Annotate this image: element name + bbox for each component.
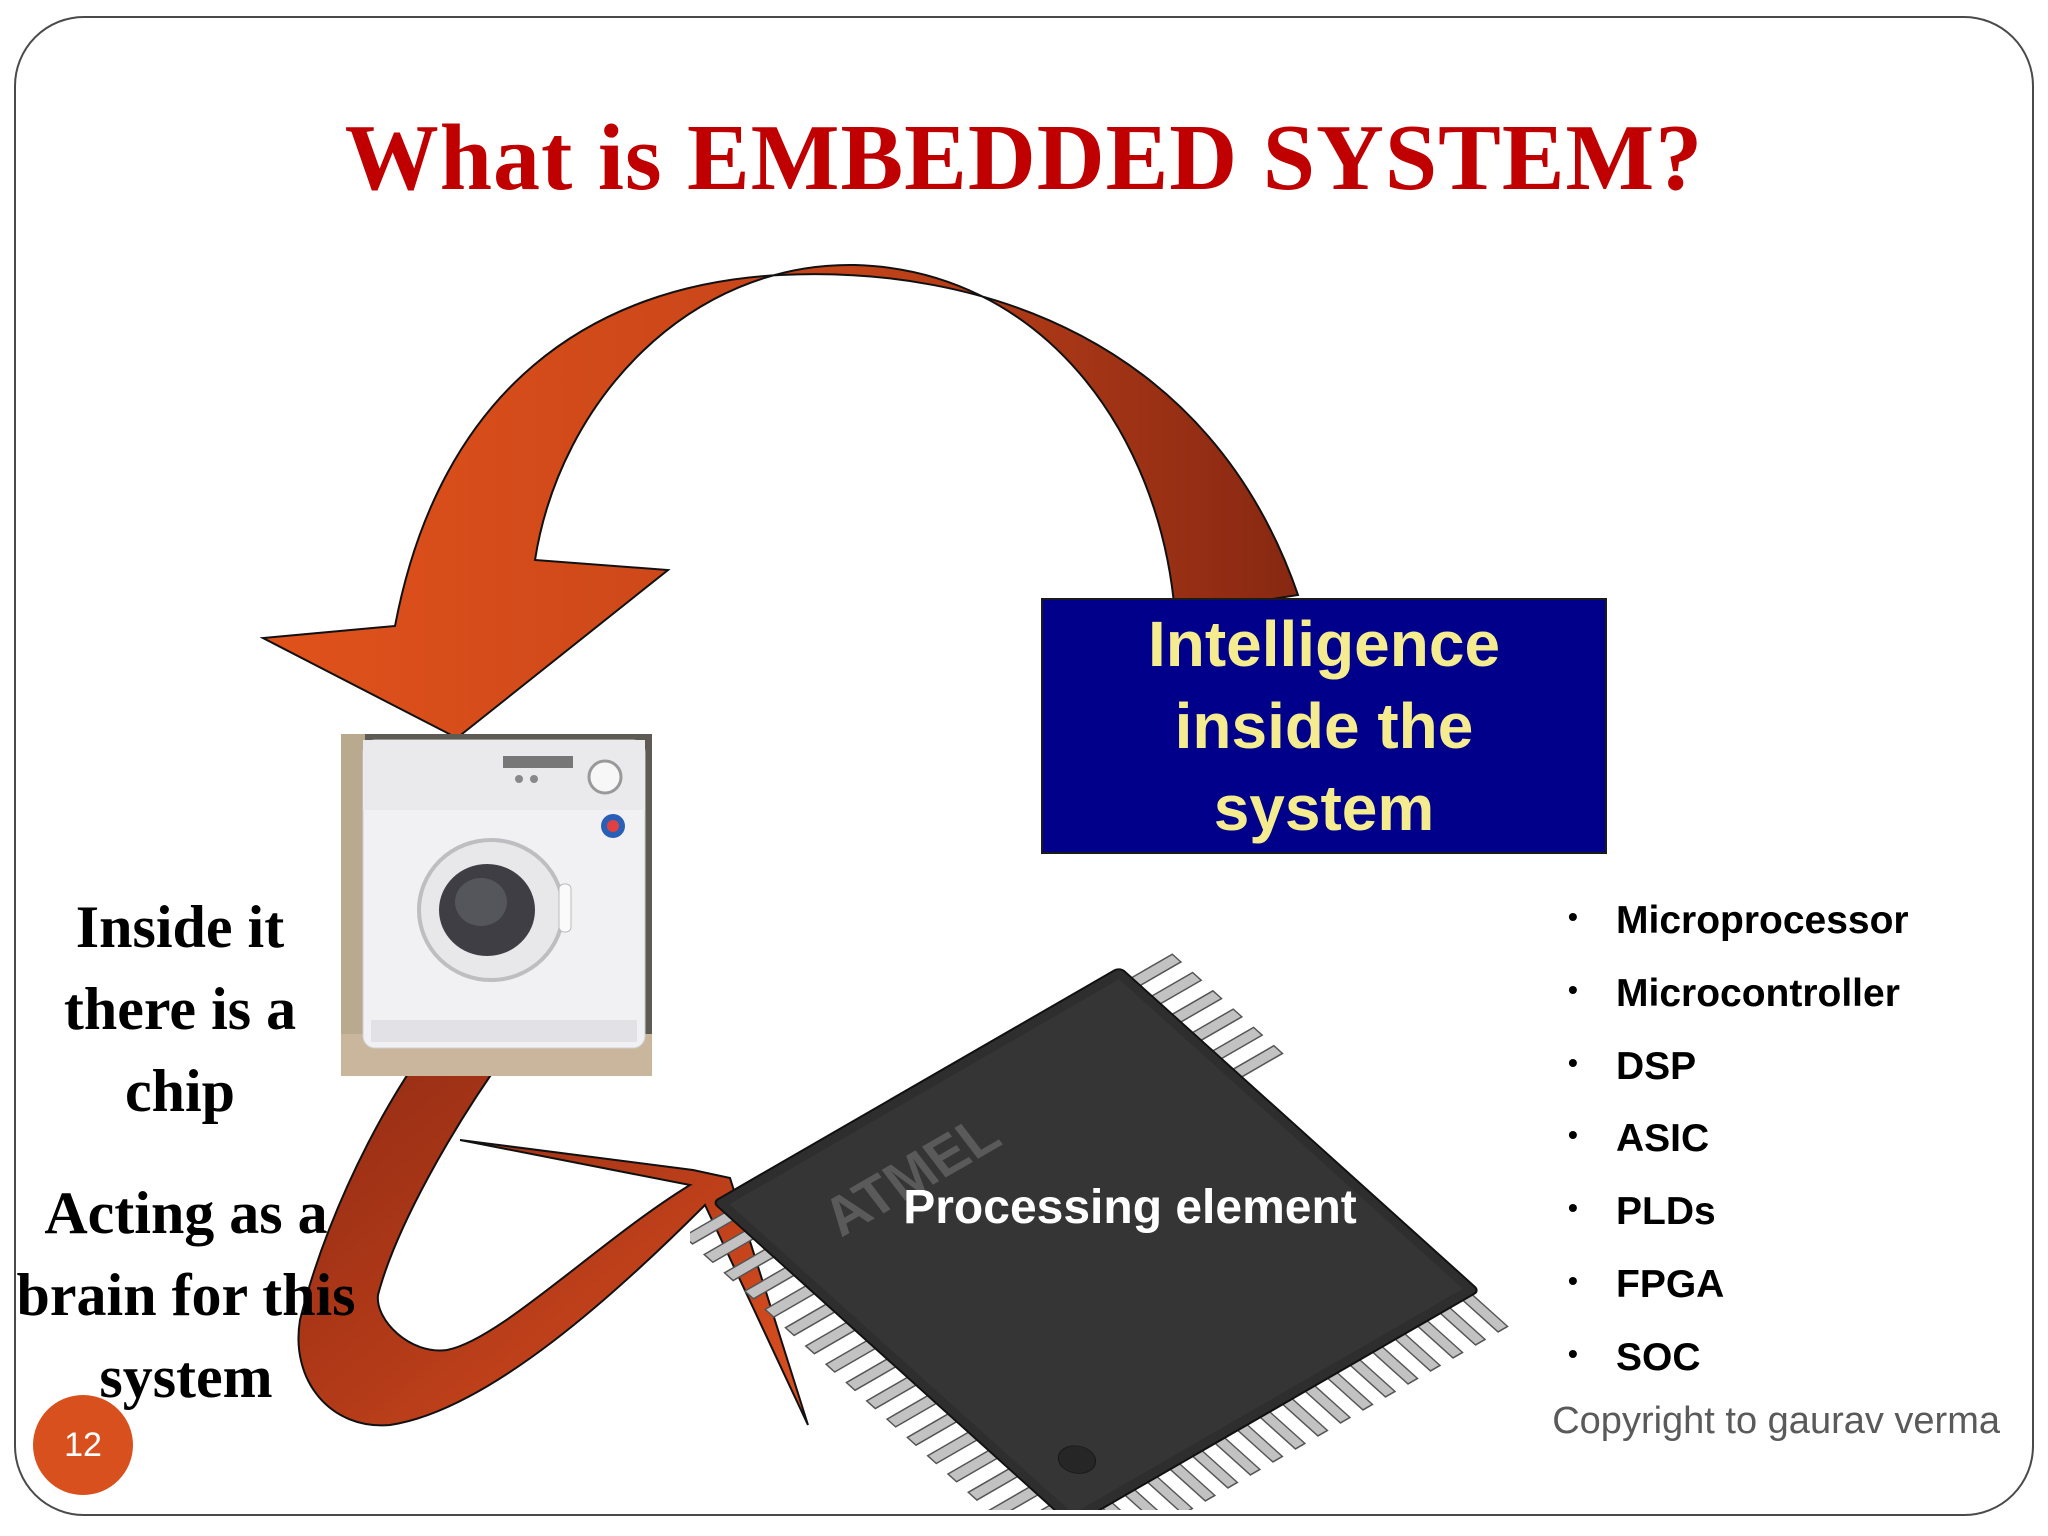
- copyright-text: Copyright to gaurav verma: [1552, 1400, 2000, 1442]
- bullet-item: •PLDs: [1568, 1190, 1716, 1234]
- bullet-item: •SOC: [1568, 1335, 1701, 1379]
- slide-title: What is EMBEDDED SYSTEM?: [344, 106, 1704, 210]
- inside-chip-text: Inside it there is a chip: [63, 894, 297, 1124]
- bottom-arrow: [297, 1003, 809, 1427]
- atmel-chip-icon: ATMEL: [690, 953, 1509, 1510]
- chip-label: Processing element: [903, 1181, 1357, 1234]
- page-number-badge: 12: [33, 1395, 133, 1495]
- bullet-item: •FPGA: [1568, 1262, 1725, 1306]
- washing-machine-icon: [341, 734, 652, 1076]
- bullet-item: •Microprocessor: [1568, 899, 1909, 942]
- bullet-item: •ASIC: [1568, 1117, 1710, 1161]
- brain-text: Acting as a brain for this system: [16, 1180, 356, 1410]
- top-arrow: [259, 263, 1300, 740]
- bullet-item: •DSP: [1568, 1044, 1697, 1088]
- intelligence-box: Intelligence inside the system: [1041, 598, 1607, 854]
- bullet-item: •Microcontroller: [1568, 971, 1900, 1015]
- intelligence-text: Intelligence inside the system: [1147, 608, 1501, 844]
- bullet-list: •Microprocessor •Microcontroller •DSP •A…: [1568, 892, 1909, 1402]
